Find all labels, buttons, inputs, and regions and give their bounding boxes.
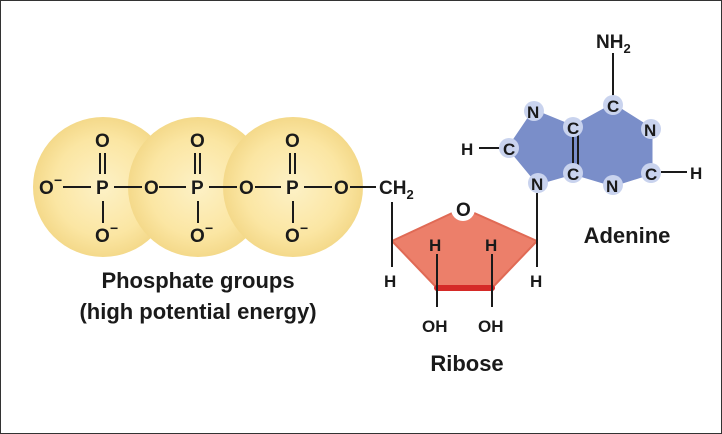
atom-ring-o: O	[456, 200, 471, 221]
atom-n-3: N	[606, 177, 618, 196]
atom-o-left: O	[39, 178, 54, 199]
atom-o-top-3: O	[285, 131, 300, 152]
atom-h-ring-1: H	[429, 236, 441, 255]
atom-o-top-1: O	[95, 131, 110, 152]
atom-p-2: P	[191, 178, 204, 199]
atom-c-1: C	[567, 119, 579, 138]
charge-minus: −	[205, 220, 213, 236]
phosphate-bonds	[63, 153, 376, 223]
atom-h-left: H	[384, 272, 396, 291]
atom-nh2: NH2	[596, 32, 631, 56]
ribose-atoms: H H OH OH	[384, 272, 542, 336]
atom-o-bottom-3: O	[285, 226, 300, 247]
charge-minus: −	[110, 220, 118, 236]
atom-c-5: C	[503, 140, 515, 159]
atom-oh-2: OH	[478, 317, 504, 336]
phosphate-sphere-3	[223, 117, 363, 257]
atom-oh-1: OH	[422, 317, 448, 336]
atom-h-ring-2: H	[485, 236, 497, 255]
atom-o-bridge-1: O	[144, 178, 159, 199]
caption-phosphate-title: Phosphate groups	[101, 268, 294, 293]
charge-minus: −	[300, 220, 308, 236]
caption-adenine: Adenine	[584, 223, 671, 248]
atom-h-right: H	[530, 272, 542, 291]
atom-n-2: N	[644, 121, 656, 140]
atom-c-3: C	[645, 165, 657, 184]
adenine-rings	[507, 103, 653, 187]
atom-o-bottom-2: O	[190, 226, 205, 247]
ribose-ring: O H H	[391, 197, 538, 291]
caption-phosphate-subtitle: (high potential energy)	[79, 299, 316, 324]
caption-ribose: Ribose	[430, 351, 503, 376]
atom-c-4: C	[567, 165, 579, 184]
atom-n-4: N	[531, 175, 543, 194]
atom-n-1: N	[527, 103, 539, 122]
atom-h-adenine-left: H	[461, 140, 473, 159]
phosphate-groups	[33, 117, 363, 257]
captions: Phosphate groups (high potential energy)…	[79, 223, 670, 376]
atom-p-3: P	[286, 178, 299, 199]
atom-c-2: C	[607, 97, 619, 116]
charge-minus: −	[54, 172, 62, 188]
atom-o-bottom-1: O	[95, 226, 110, 247]
atom-h-adenine-right: H	[690, 164, 702, 183]
atom-o-bridge-3: O	[334, 178, 349, 199]
atom-p-1: P	[96, 178, 109, 199]
ribose-bonds	[391, 193, 538, 307]
adenine-base: N C C N C N C N C H H NH2	[461, 32, 702, 196]
atom-o-top-2: O	[190, 131, 205, 152]
atom-ch2: CH2	[379, 178, 414, 202]
phosphate-atoms: O − P P P O O O O O O O − O − O − CH2	[39, 131, 414, 247]
atom-o-bridge-2: O	[239, 178, 254, 199]
